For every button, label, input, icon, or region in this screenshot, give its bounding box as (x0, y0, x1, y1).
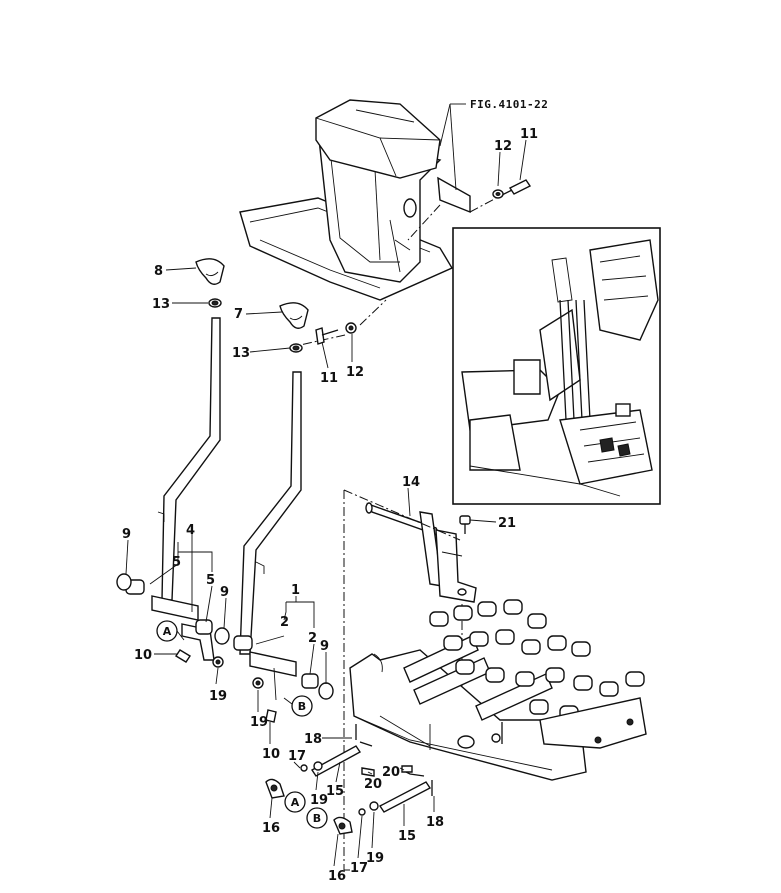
inset-view (452, 227, 661, 505)
svg-text:A: A (291, 796, 300, 809)
knob-7 (279, 302, 309, 329)
callout-labels: FIG.4101-22 11 12 8 13 7 13 11 12 4 5 5 … (122, 98, 548, 884)
control-console (239, 99, 501, 346)
callout-1: 1 (291, 583, 300, 598)
clevis-16-lower (333, 816, 353, 835)
svg-text:B: B (298, 700, 306, 713)
figure-reference: FIG.4101-22 (470, 98, 548, 111)
knob-8 (195, 258, 225, 285)
nut-13-upper (208, 298, 222, 308)
callout-13: 13 (232, 346, 250, 361)
callout-9: 9 (122, 527, 131, 542)
callout-19: 19 (366, 851, 384, 866)
callout-4: 4 (186, 523, 195, 538)
callout-10: 10 (134, 648, 152, 663)
callout-20: 20 (382, 765, 400, 780)
callout-17: 17 (350, 861, 368, 876)
svg-text:B: B (313, 812, 321, 825)
callout-21: 21 (498, 516, 516, 531)
ring-9b (214, 627, 230, 645)
callout-19: 19 (250, 715, 268, 730)
rod-upper (300, 724, 373, 777)
nut-19-right (252, 677, 264, 689)
callout-15: 15 (398, 829, 416, 844)
callout-18: 18 (304, 732, 322, 747)
bolt-upper (492, 179, 532, 199)
nut-19-left (212, 656, 224, 668)
bushing-2b (301, 673, 319, 689)
bolt-21 (459, 515, 471, 534)
callout-7: 7 (234, 307, 243, 322)
bolt-middle (315, 322, 357, 345)
callout-10: 10 (262, 747, 280, 762)
callout-19: 19 (209, 689, 227, 704)
callout-18: 18 (426, 815, 444, 830)
callout-5: 5 (172, 555, 181, 570)
svg-text:A: A (163, 625, 172, 638)
shaft-14 (365, 502, 477, 603)
callout-9: 9 (220, 585, 229, 600)
clevis-16-upper (265, 778, 285, 799)
marker-A-lower: A (284, 791, 306, 813)
nut-13-lower (289, 343, 303, 353)
callout-5: 5 (206, 573, 215, 588)
callout-19: 19 (310, 793, 328, 808)
leader-lines (125, 103, 527, 867)
bolt-10-left (175, 649, 191, 663)
marker-A-upper: A (156, 620, 185, 642)
callout-14: 14 (402, 475, 420, 490)
marker-B-upper: B (283, 695, 313, 717)
ring-9a (116, 573, 132, 591)
callout-11: 11 (520, 127, 538, 142)
callout-15: 15 (326, 784, 344, 799)
callout-12: 12 (346, 365, 364, 380)
callout-2: 2 (280, 615, 289, 630)
callout-11: 11 (320, 371, 338, 386)
control-valve (349, 599, 647, 781)
bushing-2a (233, 635, 253, 651)
ring-9c (318, 682, 334, 700)
bolt-10-right (265, 709, 277, 723)
callout-9: 9 (320, 639, 329, 654)
callout-12: 12 (494, 139, 512, 154)
lever-right (239, 371, 302, 701)
lever-left (151, 317, 221, 661)
callout-16: 16 (328, 869, 346, 884)
valve-spools (429, 599, 647, 749)
pin-20-lower (401, 765, 413, 773)
callout-17: 17 (288, 749, 306, 764)
bushing-5b (195, 619, 213, 635)
callout-8: 8 (154, 264, 163, 279)
marker-B-lower: B (306, 807, 328, 829)
callout-16: 16 (262, 821, 280, 836)
callout-20: 20 (364, 777, 382, 792)
callout-2: 2 (308, 631, 317, 646)
callout-13: 13 (152, 297, 170, 312)
